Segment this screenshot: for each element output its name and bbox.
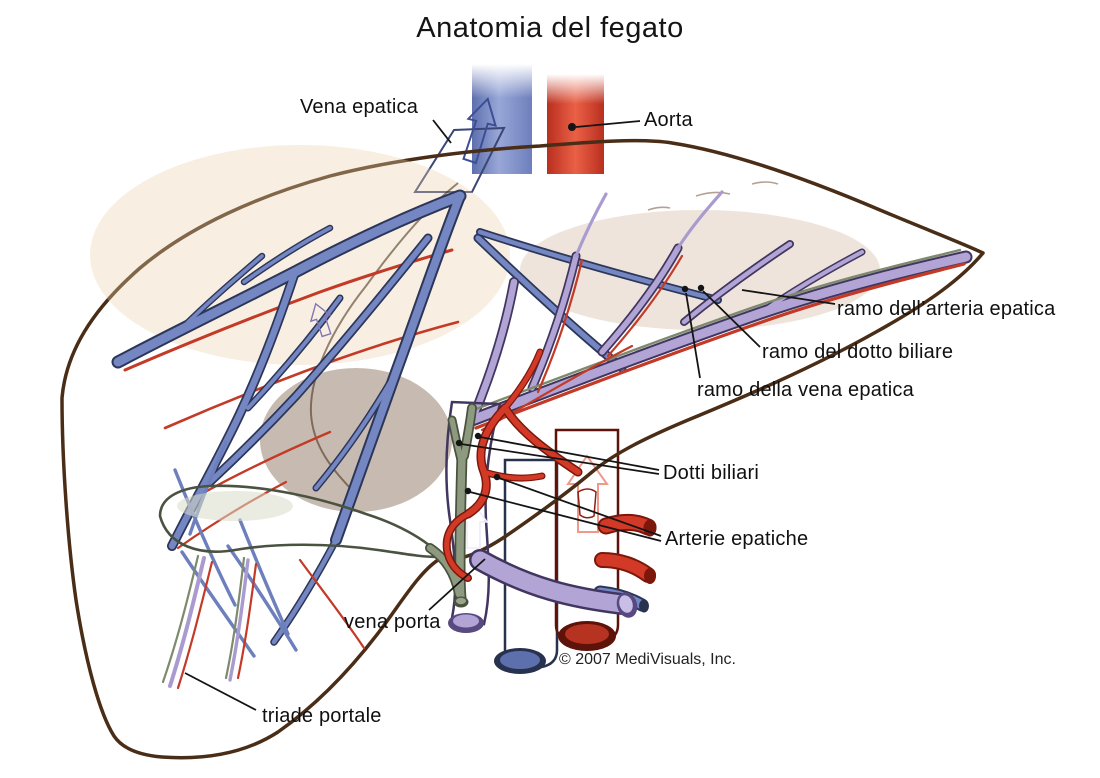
label-ramo-dotto-biliare: ramo del dotto biliare bbox=[762, 341, 954, 363]
inferior-vena-cava-lower bbox=[494, 458, 559, 674]
label-ramo-vena-epatica: ramo della vena epatica bbox=[697, 379, 914, 401]
leader-ramo-dotto bbox=[702, 290, 761, 348]
portal-triad-bundles bbox=[161, 554, 366, 690]
portal-vein-trunk bbox=[445, 400, 502, 633]
leader-aorta bbox=[575, 120, 641, 128]
label-vena-porta: vena porta bbox=[344, 611, 441, 633]
leader-dotti-1 bbox=[479, 436, 660, 471]
leader-lines bbox=[184, 119, 836, 711]
portal-vein-right-branch bbox=[469, 549, 638, 618]
leader-triade-portale bbox=[184, 672, 257, 711]
aorta-upper bbox=[545, 74, 606, 174]
leader-ramo-vena bbox=[685, 292, 701, 379]
flow-arrow-aorta bbox=[566, 454, 609, 533]
leader-arterie-2 bbox=[469, 491, 662, 542]
flow-arrow-hepatic-vein bbox=[462, 97, 497, 165]
label-ramo-arteria-epatica: ramo dell’arteria epatica bbox=[837, 298, 1056, 320]
bile-ducts bbox=[425, 403, 477, 608]
flow-arrow-portal-surface bbox=[309, 302, 332, 338]
leader-ramo-arteria bbox=[741, 289, 836, 305]
inferior-vena-cava-upper bbox=[413, 64, 534, 193]
hepatic-arteries bbox=[442, 348, 583, 582]
label-triade-portale: triade portale bbox=[262, 705, 382, 727]
label-aorta: Aorta bbox=[644, 109, 693, 131]
portal-tree-cut-surface bbox=[465, 190, 973, 432]
diagram-title: Anatomia del fegato bbox=[416, 12, 684, 44]
leader-vena-epatica bbox=[432, 119, 452, 144]
label-dotti-biliari: Dotti biliari bbox=[663, 462, 759, 484]
label-vena-epatica: Vena epatica bbox=[300, 96, 419, 118]
label-arterie-epatiche: Arterie epatiche bbox=[665, 528, 809, 550]
leader-vena-porta bbox=[428, 558, 486, 611]
copyright-text: © 2007 MediVisuals, Inc. bbox=[559, 651, 736, 668]
leader-arterie-1 bbox=[498, 477, 662, 537]
liver-body bbox=[60, 138, 985, 760]
leader-dotti-2 bbox=[460, 443, 660, 475]
